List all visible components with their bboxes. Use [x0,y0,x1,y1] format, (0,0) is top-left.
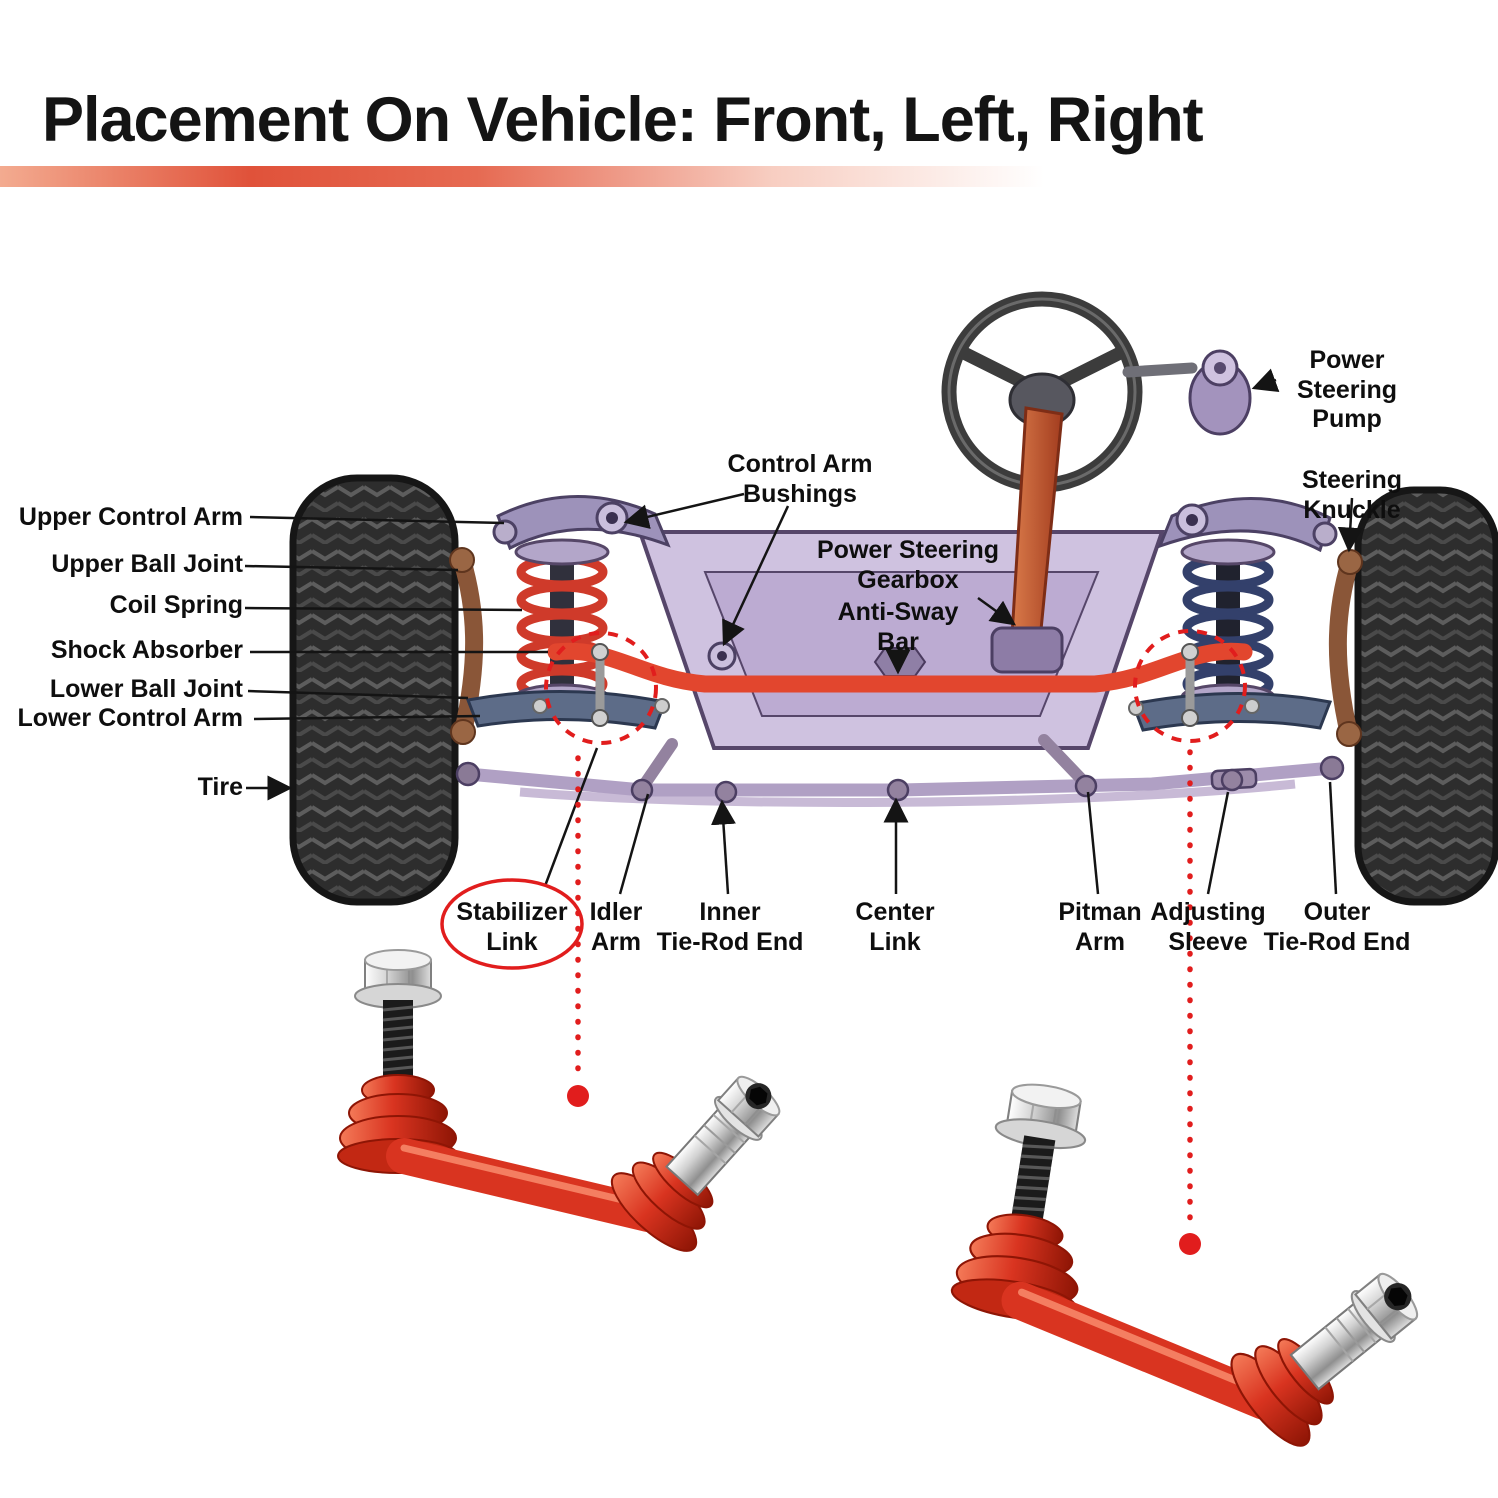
callout-lines [244,368,1363,895]
label-center-link: Center Link [855,898,935,956]
label-stabilizer-link: Stabilizer Link [456,898,568,956]
coil-spring-left [514,538,610,711]
label-steering-knuckle: Steering Knuckle [1301,466,1403,524]
stabilizer-label-circle [440,878,584,970]
steering-wheel-icon [941,291,1143,493]
steering-column-shape [990,406,1064,674]
power-steering-pump-shape [1122,349,1252,436]
anti-sway-bar-shape [547,642,1253,727]
label-idler-arm: Idler Arm [589,898,643,956]
label-inner-tie-rod-end: Inner Tie-Rod End [656,898,804,956]
title-underline-band [0,166,1135,187]
label-lower-control-arm: Lower Control Arm [17,704,243,732]
steering-knuckle-shapes [449,547,1363,747]
highlight-circle-left [544,631,658,745]
label-lower-ball-joint: Lower Ball Joint [49,675,243,703]
label-control-arm-bushings: Control Arm Bushings [727,450,873,508]
label-anti-sway-bar: Anti-Sway Bar [837,598,959,656]
label-shock-absorber: Shock Absorber [50,636,243,664]
red-annotations [440,629,1247,1255]
label-pitman-arm: Pitman Arm [1058,898,1142,956]
label-tire: Tire [197,773,243,801]
stabilizer-link-product-right [934,1076,1472,1477]
tire-right-icon [1354,486,1498,906]
coil-spring-right [1180,538,1276,711]
tire-left-icon [289,474,459,906]
pointer-dot-left [567,1085,589,1107]
label-power-steering-gearbox: Power Steering Gearbox [817,536,999,594]
label-upper-ball-joint: Upper Ball Joint [51,550,243,578]
label-upper-control-arm: Upper Control Arm [18,503,243,531]
page-title: Placement On Vehicle: Front, Left, Right [42,85,1204,155]
label-power-steering-pump: Power Steering Pump [1296,346,1398,433]
stabilizer-link-product-left [338,950,807,1262]
label-coil-spring: Coil Spring [109,591,243,619]
pointer-dot-right [1179,1233,1201,1255]
label-adjusting-sleeve: Adjusting Sleeve [1150,898,1266,956]
label-outer-tie-rod-end: Outer Tie-Rod End [1263,898,1411,956]
highlight-circle-right [1133,629,1247,743]
